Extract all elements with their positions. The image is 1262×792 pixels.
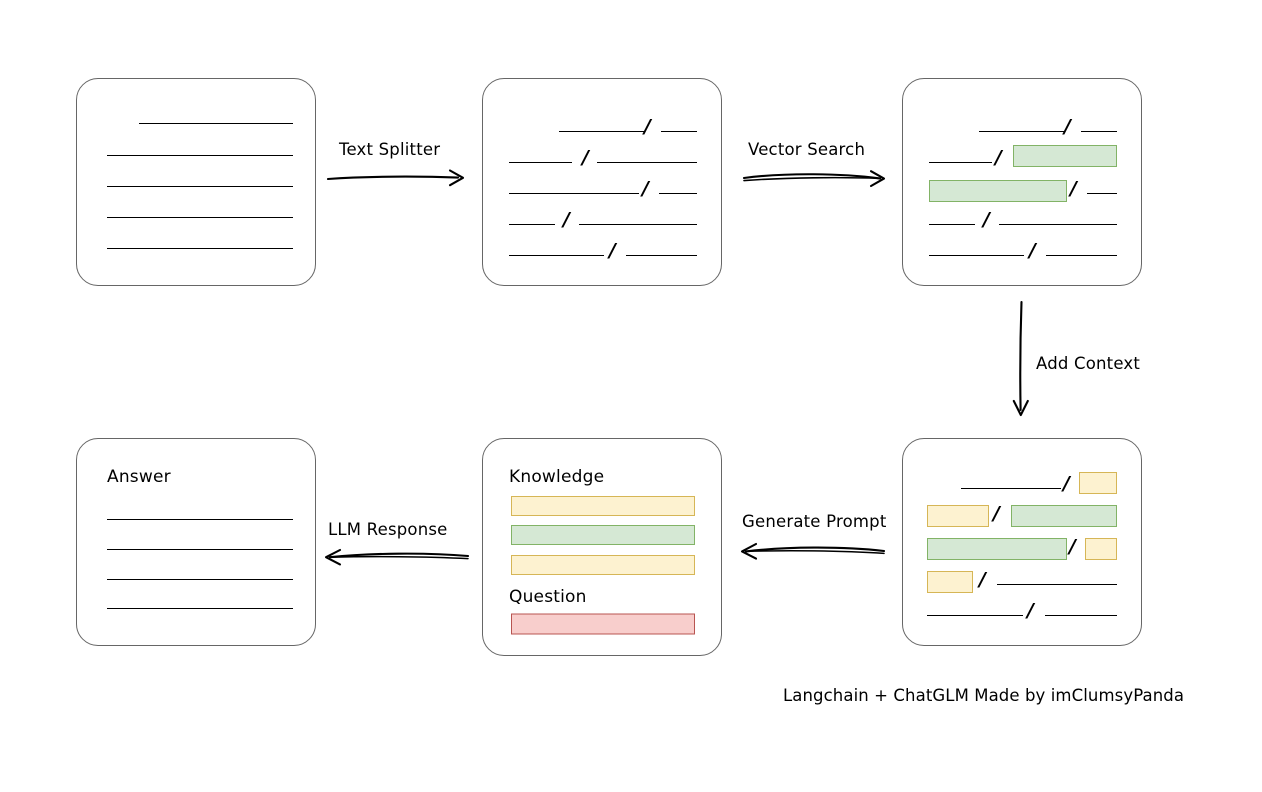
chunk-segment-yellow bbox=[927, 571, 973, 593]
chunk-separator: / bbox=[979, 568, 986, 591]
source-document-lines bbox=[77, 79, 315, 285]
chunk-segment-line bbox=[979, 131, 1064, 132]
chunk-separator: / bbox=[1069, 535, 1076, 558]
node-vector-matched-document[interactable]: / / / / / bbox=[902, 78, 1142, 286]
chunk-segment-yellow bbox=[1079, 472, 1117, 494]
chunk-segment-line bbox=[999, 224, 1117, 225]
document-line bbox=[107, 217, 293, 218]
arrow-generate-prompt: Generate Prompt bbox=[738, 512, 886, 564]
arrow-text-splitter-label: Text Splitter bbox=[339, 140, 441, 159]
arrow-vector-search-label: Vector Search bbox=[748, 140, 866, 159]
chunk-segment-line bbox=[997, 584, 1117, 585]
split-document-rows: / / / / / bbox=[483, 79, 721, 285]
answer-label: Answer bbox=[107, 467, 171, 487]
knowledge-bar-yellow bbox=[511, 496, 695, 516]
answer-contents: Answer bbox=[77, 439, 315, 645]
chunk-segment-line bbox=[927, 615, 1023, 616]
arrow-text-splitter-glyph bbox=[326, 169, 465, 187]
chunk-segment-line bbox=[1081, 131, 1117, 132]
knowledge-bar-green bbox=[511, 525, 695, 545]
chunk-segment-line bbox=[509, 193, 639, 194]
arrow-llm-response-label: LLM Response bbox=[328, 520, 448, 539]
arrow-add-context: Add Context bbox=[1008, 300, 1158, 420]
footer-credit: Langchain + ChatGLM Made by imClumsyPand… bbox=[783, 686, 1185, 705]
document-line bbox=[107, 186, 293, 187]
node-source-document[interactable] bbox=[76, 78, 316, 286]
question-bar-red bbox=[511, 613, 695, 635]
chunk-segment-line bbox=[597, 162, 697, 163]
answer-line bbox=[107, 608, 293, 609]
chunk-segment-line bbox=[929, 224, 975, 225]
chunk-segment-line bbox=[1045, 615, 1117, 616]
arrow-add-context-label: Add Context bbox=[1036, 354, 1141, 373]
chunk-separator: / bbox=[993, 502, 1000, 525]
node-split-document[interactable]: / / / / / bbox=[482, 78, 722, 286]
arrow-llm-response-glyph bbox=[324, 548, 470, 566]
chunk-segment-line bbox=[579, 224, 697, 225]
prompt-contents: Knowledge Question bbox=[483, 439, 721, 655]
chunk-segment-line bbox=[509, 255, 604, 256]
chunk-separator: / bbox=[644, 115, 651, 138]
prompt-question-label: Question bbox=[509, 587, 587, 607]
arrow-generate-prompt-glyph bbox=[740, 542, 886, 560]
chunk-separator: / bbox=[1027, 599, 1034, 622]
vector-matched-rows: / / / / / bbox=[903, 79, 1141, 285]
node-prompt[interactable]: Knowledge Question bbox=[482, 438, 722, 656]
chunk-segment-line bbox=[929, 162, 992, 163]
chunk-separator: / bbox=[1029, 239, 1036, 262]
chunk-separator: / bbox=[1070, 177, 1077, 200]
chunk-segment-line bbox=[929, 255, 1024, 256]
chunk-segment-green bbox=[927, 538, 1067, 560]
chunk-segment-green bbox=[929, 180, 1067, 202]
chunk-segment-line bbox=[509, 224, 555, 225]
chunk-segment-green bbox=[1011, 505, 1117, 527]
chunk-segment-line bbox=[961, 488, 1061, 489]
chunk-separator: / bbox=[642, 177, 649, 200]
arrow-text-splitter: Text Splitter bbox=[326, 140, 468, 192]
document-line bbox=[107, 248, 293, 249]
chunk-segment-line bbox=[659, 193, 697, 194]
chunk-separator: / bbox=[563, 208, 570, 231]
chunk-segment-yellow bbox=[927, 505, 989, 527]
document-line bbox=[107, 155, 293, 156]
knowledge-bar-yellow bbox=[511, 555, 695, 575]
arrow-llm-response: LLM Response bbox=[320, 520, 470, 572]
document-line bbox=[139, 123, 293, 124]
answer-line bbox=[107, 519, 293, 520]
node-answer[interactable]: Answer bbox=[76, 438, 316, 646]
arrow-vector-search: Vector Search bbox=[742, 140, 890, 192]
chunk-separator: / bbox=[609, 239, 616, 262]
arrow-add-context-glyph bbox=[1012, 300, 1029, 417]
chunk-segment-line bbox=[661, 131, 697, 132]
answer-line bbox=[107, 549, 293, 550]
chunk-segment-line bbox=[509, 162, 572, 163]
chunk-segment-green bbox=[1013, 145, 1117, 167]
chunk-segment-yellow bbox=[1085, 538, 1117, 560]
answer-line bbox=[107, 579, 293, 580]
context-document-rows: / / / / / bbox=[903, 439, 1141, 645]
chunk-segment-line bbox=[1046, 255, 1117, 256]
chunk-segment-line bbox=[626, 255, 697, 256]
chunk-separator: / bbox=[582, 146, 589, 169]
arrow-vector-search-glyph bbox=[742, 170, 886, 188]
chunk-separator: / bbox=[995, 146, 1002, 169]
prompt-knowledge-label: Knowledge bbox=[509, 467, 605, 487]
node-context-document[interactable]: / / / / / bbox=[902, 438, 1142, 646]
chunk-separator: / bbox=[1064, 115, 1071, 138]
chunk-separator: / bbox=[983, 208, 990, 231]
chunk-separator: / bbox=[1063, 472, 1070, 495]
chunk-segment-line bbox=[559, 131, 644, 132]
arrow-generate-prompt-label: Generate Prompt bbox=[742, 512, 887, 531]
chunk-segment-line bbox=[1087, 193, 1117, 194]
